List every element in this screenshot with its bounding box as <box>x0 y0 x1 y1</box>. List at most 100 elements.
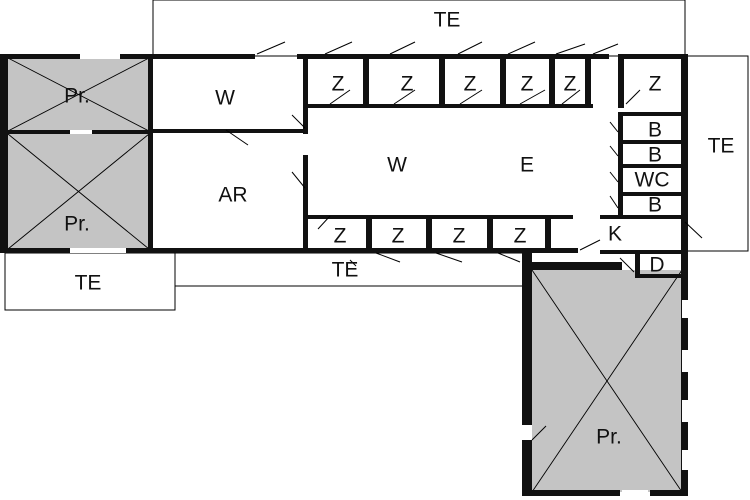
label-z-top-2: Z <box>401 73 414 96</box>
window-opening <box>70 248 126 253</box>
wall-storage-right-left <box>522 250 532 425</box>
wall-right-top <box>618 54 688 59</box>
wall-b3-bottom <box>600 215 686 219</box>
door-swing <box>291 114 306 129</box>
window-opening <box>682 350 688 372</box>
wall-z-divider-3 <box>500 54 506 108</box>
label-k: K <box>608 223 622 246</box>
door-swing <box>457 41 483 55</box>
wall-b1-bottom <box>620 140 686 144</box>
door-swing <box>561 89 581 105</box>
wall-left <box>0 54 8 253</box>
wall-right-column-left <box>618 54 624 108</box>
wall-z-divider-1 <box>363 54 369 108</box>
door-swing <box>349 259 357 267</box>
wall-bottom-left <box>0 248 313 253</box>
door-swing <box>329 89 351 105</box>
label-pr-right: Pr. <box>596 426 622 449</box>
wall-zb-divider-3 <box>487 215 493 253</box>
label-pr-upper-left: Pr. <box>64 85 90 108</box>
wall-z-right-bottom <box>618 112 686 116</box>
door-swing <box>531 425 547 441</box>
label-e-center: E <box>520 154 534 177</box>
wall-z-divider-4 <box>549 54 555 108</box>
door-swing <box>619 257 635 273</box>
wall-zb-divider-2 <box>426 215 432 253</box>
door-swing <box>507 41 536 55</box>
label-b-2: B <box>648 144 662 167</box>
label-z-bottom-4: Z <box>514 225 527 248</box>
wall-storage-right-bottom <box>522 490 620 496</box>
wall-top-row-top <box>303 54 609 59</box>
wall-d-bottom <box>635 274 686 278</box>
storage-rooms <box>7 57 683 493</box>
room-labels: TE Pr. W Z Z Z Z Z Z B B WC B TE W E AR … <box>64 9 734 449</box>
door-swing <box>592 43 619 55</box>
window-opening <box>622 490 648 496</box>
wall-top-right <box>297 54 306 59</box>
label-b-3: B <box>648 194 662 217</box>
door-swing <box>609 145 619 157</box>
window-opening <box>682 400 688 422</box>
door-swing <box>256 41 286 55</box>
door-swing <box>497 252 521 263</box>
window-opening <box>80 54 120 59</box>
wall-z-divider-2 <box>439 54 445 108</box>
wall-storage-right-side <box>682 262 688 494</box>
door-swing <box>393 89 416 105</box>
door-swing <box>609 121 619 133</box>
door-swing <box>435 252 463 263</box>
label-d: D <box>649 254 664 277</box>
wall-b2-bottom <box>620 164 686 168</box>
wall-top-row-bottom <box>303 104 593 108</box>
door-swing <box>225 129 249 146</box>
door-swing <box>609 171 619 183</box>
door-swing <box>459 89 483 105</box>
label-z-bottom-2: Z <box>392 225 405 248</box>
label-b-1: B <box>648 119 662 142</box>
wall-storage-right <box>148 54 153 253</box>
wall-z-divider-5 <box>585 54 591 108</box>
wall-top-left <box>0 54 255 59</box>
label-w-center: W <box>387 154 407 177</box>
door-swing <box>317 215 331 230</box>
storage-room-upper-left-cross-b <box>7 57 150 132</box>
wall-right-outer <box>681 54 688 254</box>
label-z-top-3: Z <box>464 73 477 96</box>
wall-k-bottom <box>600 250 686 254</box>
door-swing <box>291 171 306 189</box>
label-ar: AR <box>218 184 247 207</box>
terrace-top-outline <box>152 0 686 57</box>
door-swing <box>555 43 586 55</box>
wall-wc-bottom <box>620 192 686 196</box>
walls <box>0 54 688 496</box>
window-openings <box>70 54 688 496</box>
door-swing <box>609 195 619 209</box>
label-te-middle: TE <box>332 259 359 282</box>
label-z-top-right: Z <box>649 73 662 96</box>
door-swing <box>684 221 703 239</box>
label-te-left: TE <box>75 272 102 295</box>
window-opening <box>682 300 688 318</box>
wall-bottom-row-top <box>308 215 573 219</box>
storage-room-right-cross-b <box>531 269 683 493</box>
door-swing <box>519 89 546 105</box>
door-swing <box>375 252 401 263</box>
label-z-top-5: Z <box>564 73 577 96</box>
door-swing <box>625 89 641 105</box>
wall-bottom-row-bottom <box>308 248 578 253</box>
wall-storage-right-top <box>522 262 622 270</box>
label-w-small: W <box>215 87 235 110</box>
door-swing <box>389 41 416 55</box>
label-te-right: TE <box>708 135 735 158</box>
door-swing <box>324 41 353 55</box>
label-z-bottom-3: Z <box>453 225 466 248</box>
label-z-bottom-1: Z <box>334 225 347 248</box>
label-z-top-4: Z <box>521 73 534 96</box>
wall-right-column-inner <box>618 112 623 217</box>
wall-w-ar-right <box>303 54 308 134</box>
label-te-top: TE <box>434 9 461 32</box>
wall-storage-right-bottom-2 <box>650 490 688 496</box>
doors <box>225 41 703 441</box>
